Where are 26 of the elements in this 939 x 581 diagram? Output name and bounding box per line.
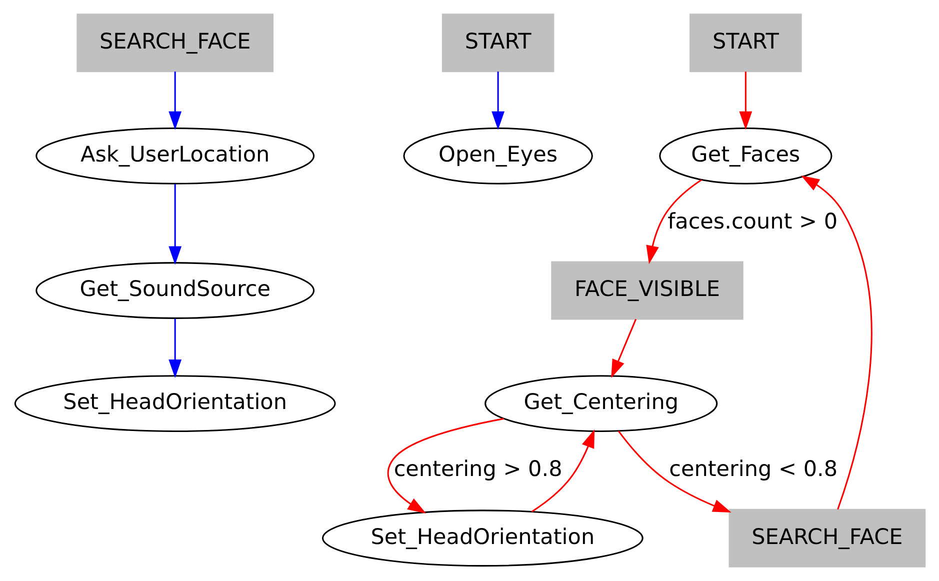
arrow (617, 430, 731, 512)
edge-label: faces.count > 0 (667, 210, 838, 235)
edge-label: centering < 0.8 (668, 457, 838, 482)
node-box: START (689, 14, 802, 72)
arrow (491, 72, 504, 130)
node-box: SEARCH_FACE (728, 508, 926, 568)
node-box: FACE_VISIBLE (550, 261, 743, 320)
arrow (610, 318, 636, 378)
node-ellipse: Ask_UserLocation (35, 127, 314, 184)
node-ellipse: Set_HeadOrientation (14, 375, 336, 432)
edge-label: centering > 0.8 (393, 457, 562, 482)
node-ellipse: Set_HeadOrientation (322, 510, 643, 567)
node-box: START (441, 14, 554, 72)
arrow (386, 418, 504, 514)
arrow (738, 72, 752, 130)
node-ellipse: Get_SoundSource (35, 262, 314, 319)
node-ellipse: Open_Eyes (402, 127, 592, 184)
node-ellipse: Get_Faces (658, 127, 832, 184)
node-box: SEARCH_FACE (76, 14, 274, 72)
arrow (168, 184, 182, 265)
arrow (168, 318, 182, 378)
node-ellipse: Get_Centering (484, 375, 718, 432)
arrow (646, 179, 702, 264)
arrow (800, 175, 872, 510)
arrow (168, 72, 182, 130)
arrow (530, 429, 594, 512)
